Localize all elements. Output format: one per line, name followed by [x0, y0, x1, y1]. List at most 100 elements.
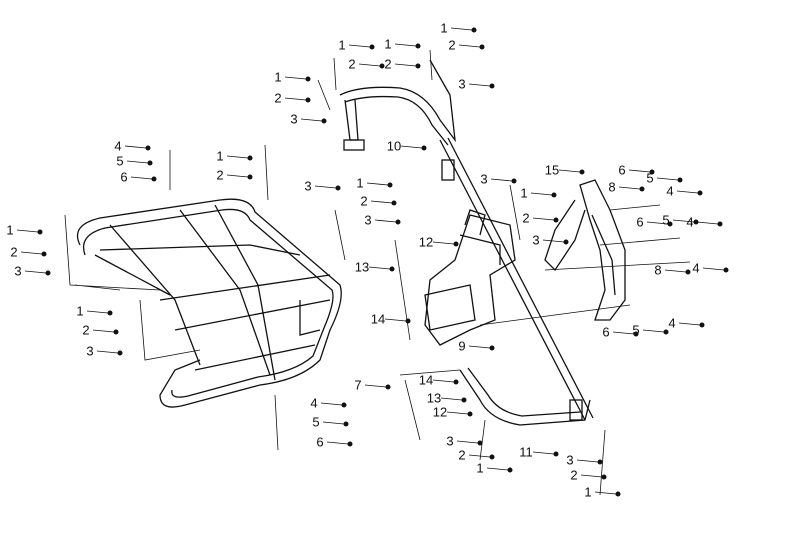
- callout-12: 12: [418, 234, 434, 250]
- callout-leader: [314, 185, 337, 189]
- callout-leader: [16, 229, 39, 233]
- callout-5: 5: [632, 322, 640, 338]
- right-bracket: [544, 179, 626, 321]
- callout-leader: [458, 44, 481, 48]
- callout-8: 8: [654, 262, 662, 278]
- fastener-icon: [601, 474, 607, 480]
- callout-leader: [594, 491, 617, 495]
- callout-leader: [456, 440, 479, 444]
- callout-leader: [542, 239, 565, 243]
- callout-7: 7: [354, 377, 362, 393]
- fastener-icon: [649, 169, 655, 175]
- fastener-icon: [511, 178, 517, 184]
- callout-leader: [322, 421, 345, 425]
- fastener-icon: [247, 155, 253, 161]
- callout-5: 5: [662, 212, 670, 228]
- fastener-icon: [145, 145, 151, 151]
- callout-2: 2: [522, 210, 530, 226]
- callout-1: 1: [356, 175, 364, 191]
- callout-leader: [300, 118, 323, 122]
- callout-3: 3: [480, 171, 488, 187]
- callout-leader: [226, 174, 249, 178]
- fastener-icon: [369, 44, 375, 50]
- callout-9: 9: [458, 338, 466, 354]
- lower-bar: [459, 367, 591, 426]
- fastener-icon: [507, 467, 513, 473]
- callout-3: 3: [86, 343, 94, 359]
- fastener-icon: [563, 239, 569, 245]
- callout-leader: [368, 266, 391, 270]
- fastener-icon: [471, 27, 477, 33]
- callout-leader: [628, 169, 651, 173]
- fastener-icon: [305, 97, 311, 103]
- callout-leader: [374, 219, 397, 223]
- front-rack: [76, 198, 342, 408]
- callout-1: 1: [440, 20, 448, 36]
- fastener-icon: [389, 266, 395, 272]
- callout-5: 5: [646, 170, 654, 186]
- callout-13: 13: [426, 390, 442, 406]
- callout-6: 6: [602, 324, 610, 340]
- fastener-icon: [723, 267, 729, 273]
- callout-leader: [446, 411, 469, 415]
- callout-leader: [348, 44, 371, 48]
- fastener-icon: [633, 331, 639, 337]
- fastener-icon: [321, 118, 327, 124]
- callout-4: 4: [114, 138, 122, 154]
- fastener-icon: [477, 440, 483, 446]
- callout-leader: [358, 63, 381, 67]
- callout-2: 2: [360, 193, 368, 209]
- callout-leader: [96, 350, 119, 354]
- fastener-icon: [553, 217, 559, 223]
- callout-leader: [576, 459, 599, 463]
- fastener-icon: [461, 397, 467, 403]
- callout-2: 2: [570, 467, 578, 483]
- callout-leader: [676, 190, 699, 194]
- callout-1: 1: [384, 36, 392, 52]
- callout-1: 1: [216, 148, 224, 164]
- callout-1: 1: [76, 303, 84, 319]
- fastener-icon: [347, 441, 353, 447]
- callout-leader: [20, 251, 43, 255]
- callout-leader: [432, 379, 455, 383]
- callout-leader: [440, 397, 463, 401]
- fastener-icon: [693, 219, 699, 225]
- callout-2: 2: [216, 167, 224, 183]
- callout-leader: [468, 454, 491, 458]
- fastener-icon: [405, 318, 411, 324]
- callout-leader: [394, 43, 417, 47]
- fastener-icon: [479, 44, 485, 50]
- callout-1: 1: [6, 222, 14, 238]
- callout-leader: [284, 97, 307, 101]
- callout-leader: [490, 178, 513, 182]
- callout-3: 3: [566, 452, 574, 468]
- callout-leader: [558, 169, 581, 173]
- fastener-icon: [489, 345, 495, 351]
- callout-leader: [646, 221, 669, 225]
- callout-1: 1: [274, 69, 282, 85]
- callout-leader: [656, 177, 679, 181]
- fastener-icon: [667, 221, 673, 227]
- callout-leader: [284, 76, 307, 80]
- fastener-icon: [341, 402, 347, 408]
- callout-11: 11: [519, 444, 533, 460]
- fastener-icon: [615, 491, 621, 497]
- callout-leader: [532, 451, 555, 455]
- callout-leader: [126, 160, 149, 164]
- callout-4: 4: [668, 315, 676, 331]
- callout-leader: [618, 186, 641, 190]
- fastener-icon: [415, 63, 421, 69]
- fastener-icon: [37, 229, 43, 235]
- callout-leader: [86, 310, 109, 314]
- callout-14: 14: [418, 372, 434, 388]
- callout-1: 1: [476, 460, 484, 476]
- fastener-icon: [553, 451, 559, 457]
- callout-15: 15: [544, 162, 560, 178]
- fastener-icon: [335, 185, 341, 191]
- callout-1: 1: [338, 37, 346, 53]
- callout-leader: [664, 269, 687, 273]
- fastener-icon: [639, 186, 645, 192]
- callout-leader: [92, 329, 115, 333]
- callout-3: 3: [290, 111, 298, 127]
